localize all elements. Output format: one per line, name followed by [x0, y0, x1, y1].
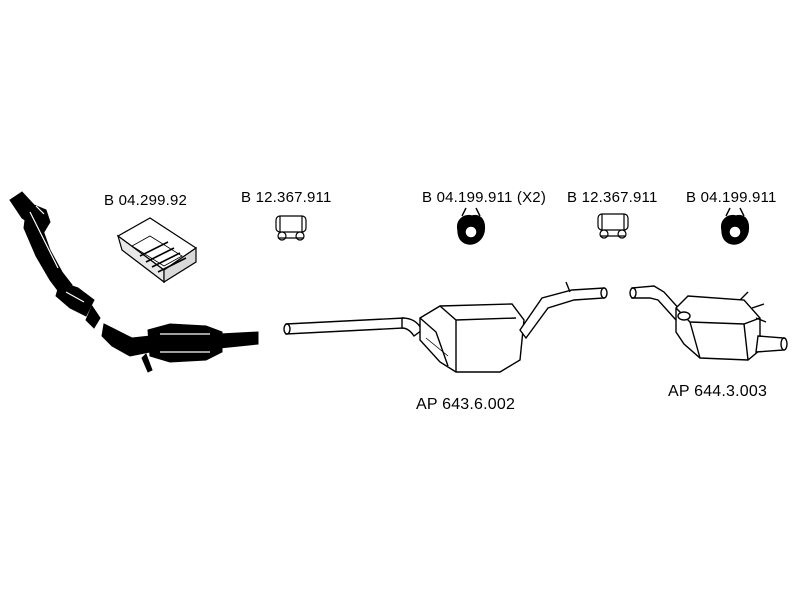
hanger-2-icon [721, 207, 750, 245]
label-clamp-2: B 12.367.911 [567, 189, 658, 206]
front-pipe-catalytic-converter [9, 191, 259, 373]
clamp-2-icon [597, 213, 629, 239]
label-hanger-1: B 04.199.911 (X2) [422, 189, 547, 206]
rear-silencer-assembly [629, 285, 788, 361]
label-rear-silencer: AP 644.3.003 [668, 383, 768, 400]
label-hanger-2: B 04.199.911 [686, 189, 777, 206]
label-clamp-1: B 12.367.911 [241, 189, 332, 206]
mounting-kit-box [116, 217, 198, 284]
middle-silencer-assembly [283, 281, 608, 373]
front-pipe-highlights [29, 205, 210, 353]
label-middle-silencer: AP 643.6.002 [416, 396, 516, 413]
clamp-1-icon [275, 215, 307, 241]
label-mounting-kit: B 04.299.92 [104, 192, 188, 209]
hanger-1-icon [457, 207, 486, 245]
